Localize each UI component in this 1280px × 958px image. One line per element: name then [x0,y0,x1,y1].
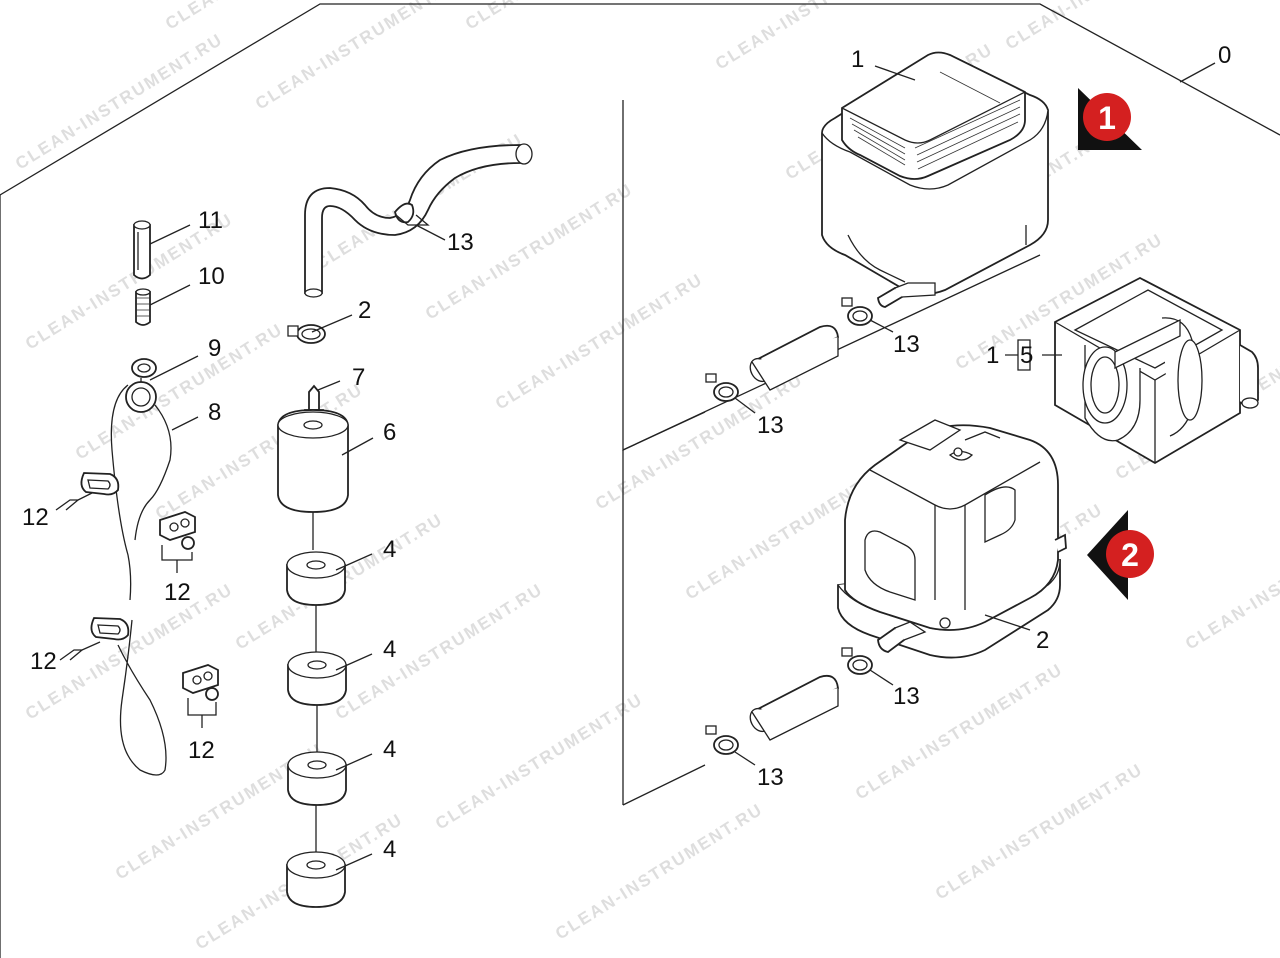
position-marker-1[interactable]: 1 [1078,88,1142,150]
weight-ring[interactable] [286,851,346,908]
float-clip-upper[interactable] [159,511,196,550]
threaded-pin[interactable] [135,288,151,326]
callout-12: 12 [30,648,57,675]
hose-lower[interactable] [746,674,839,741]
watermark: CLEAN-INSTRUMENT.RU [72,320,286,464]
weight-ring[interactable] [287,751,347,806]
callout-0: 0 [1218,42,1231,69]
mounting-bracket[interactable] [1054,276,1259,465]
watermark: CLEAN-INSTRUMENT.RU [332,580,546,724]
callout-10: 10 [198,263,225,290]
callout-4: 4 [383,836,396,863]
callout-2: 2 [1036,627,1049,654]
callout-1: 1 [986,342,999,369]
hose-upper[interactable] [746,324,839,391]
watermark: CLEAN-INSTRUMENT.RU [492,270,706,414]
callout-8: 8 [208,399,221,426]
hose-clamp[interactable] [705,373,739,402]
assembly-frame [0,3,1280,958]
callout-6: 6 [383,419,396,446]
callout-11: 11 [198,207,223,234]
callout-13: 13 [757,764,784,791]
air-filter[interactable] [277,409,349,513]
watermark: CLEAN-INSTRUMENT.RU [432,690,646,834]
callout-13: 13 [757,412,784,439]
hose-clamp[interactable] [841,647,873,675]
housing-cover[interactable] [821,51,1049,308]
callout-13: 13 [893,331,920,358]
hose-clamp[interactable] [841,297,873,326]
callout-4: 4 [383,636,396,663]
callout-1: 1 [851,46,864,73]
position-marker-2[interactable]: 2 [1087,510,1154,600]
float-switch-upper[interactable] [80,472,120,496]
watermark: CLEAN-INSTRUMENT.RU [712,0,926,73]
callout-labels: 0 1 13 13 1 5 2 13 13 13 2 7 6 4 4 4 4 1… [22,42,1231,863]
watermark: CLEAN-INSTRUMENT.RU [592,370,806,514]
callout-13: 13 [893,683,920,710]
callout-5: 5 [1020,342,1033,369]
callout-12: 12 [22,504,49,531]
watermark: CLEAN-INSTRUMENT.RU [252,0,466,113]
watermark: CLEAN-INSTRUMENT.RU [1002,0,1216,53]
watermark: CLEAN-INSTRUMENT.RU [12,30,226,174]
callout-4: 4 [383,736,396,763]
watermark: CLEAN-INSTRUMENT.RU [552,800,766,944]
callout-12: 12 [188,737,215,764]
watermark: CLEAN-INSTRUMENT.RU [462,0,676,33]
callout-12: 12 [164,579,191,606]
watermark: CLEAN-INSTRUMENT.RU [1182,510,1280,654]
eye-bolt[interactable] [125,358,157,413]
callout-4: 4 [383,536,396,563]
float-cable-lower[interactable] [117,619,167,776]
callout-7: 7 [352,364,365,391]
float-cable-upper[interactable] [110,384,172,601]
callout-9: 9 [208,335,221,362]
float-clip-lower[interactable] [182,664,219,701]
svg-text:2: 2 [1121,537,1139,573]
callout-2: 2 [358,297,371,324]
hose-clamp[interactable] [287,324,326,344]
weight-ring[interactable] [286,551,346,606]
watermark: CLEAN-INSTRUMENT.RU [932,760,1146,904]
svg-text:1: 1 [1098,100,1116,136]
watermark: CLEAN-INSTRUMENT.RU [852,660,1066,804]
watermark: CLEAN-INSTRUMENT.RU [162,0,376,33]
air-pump[interactable] [837,419,1067,659]
float-switch-lower[interactable] [90,617,130,641]
threaded-sleeve[interactable] [133,220,151,280]
hose-clamp[interactable] [705,725,739,755]
callout-13: 13 [447,229,474,256]
leader-lines [55,62,1216,871]
weight-ring[interactable] [287,651,347,706]
